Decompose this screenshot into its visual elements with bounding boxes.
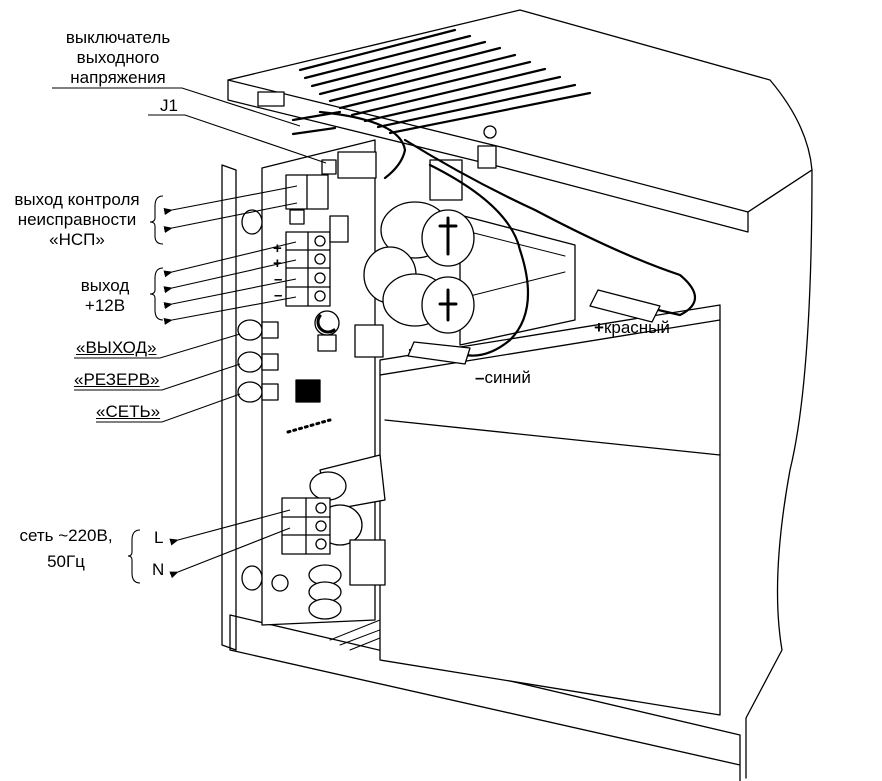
- mains-label: сеть ~220В, 50Гц: [19, 526, 113, 571]
- polarity-plus-2: +: [273, 255, 282, 272]
- red-wire-label: +красный: [594, 318, 670, 337]
- cable-red: [403, 138, 697, 317]
- mains-brace: [127, 529, 141, 584]
- cover-front-edge: [227, 79, 749, 233]
- mains-n-label: N: [152, 560, 165, 579]
- switch-callout: [52, 87, 301, 127]
- minus-sign: –: [475, 368, 485, 387]
- switch-tube: [291, 110, 407, 180]
- fault-brace: [149, 195, 164, 245]
- vent-slots: [298, 28, 592, 135]
- polarity-minus-2: –: [274, 287, 283, 304]
- led-set-label: «СЕТЬ»: [96, 402, 161, 421]
- heatsink: [459, 214, 576, 346]
- j1-label: J1: [160, 96, 178, 115]
- cover-side: [745, 169, 813, 779]
- polarity-plus-1: +: [273, 240, 282, 257]
- blue-wire-label: –синий: [475, 368, 531, 387]
- capacitors: [363, 201, 475, 334]
- output-12v-label: выход +12В: [80, 276, 130, 315]
- j1-callout: [148, 114, 327, 164]
- cable-blue: [408, 163, 530, 357]
- led-vyhod-label: «ВЫХОД»: [76, 338, 157, 357]
- plus-sign: +: [594, 318, 604, 337]
- mains-l-label: L: [154, 528, 164, 547]
- polarity-minus-1: –: [274, 271, 283, 288]
- switch-label: выключатель выходного напряжения: [65, 28, 171, 87]
- divider-lines: [379, 319, 721, 456]
- leds: [237, 209, 289, 592]
- out12-brace: [149, 267, 164, 321]
- left-wall: [221, 164, 237, 651]
- fault-output-label: выход контроля неисправности «НСП»: [14, 190, 140, 249]
- led-rezerv-label: «РЕЗЕРВ»: [74, 370, 160, 389]
